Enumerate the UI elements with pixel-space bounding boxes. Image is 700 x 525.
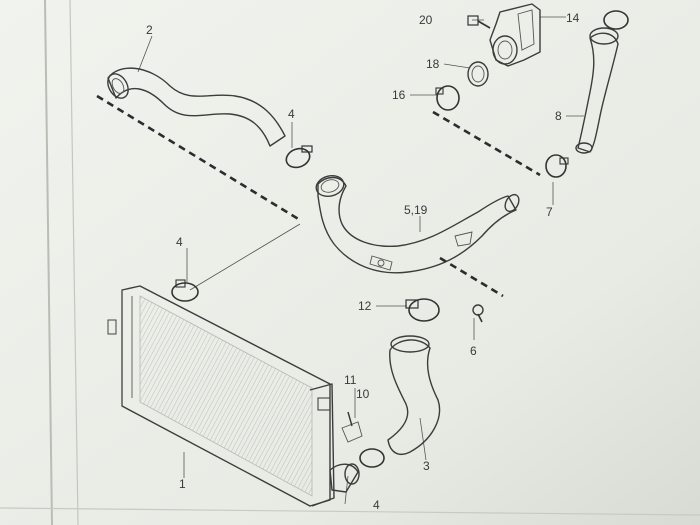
clamp-part-12[interactable]: [405, 298, 440, 322]
intercooler-part-1[interactable]: [107, 285, 360, 507]
callout-1: 1: [179, 477, 186, 491]
throttle-body-part-14[interactable]: [489, 3, 541, 67]
callout-7: 7: [546, 205, 553, 219]
seal-part-18[interactable]: [467, 61, 489, 87]
callout-8: 8: [555, 109, 562, 123]
pipe-part-5-19[interactable]: [314, 173, 522, 274]
callout-16: 16: [392, 88, 406, 102]
callout-4-middle: 4: [176, 235, 183, 249]
callout-labels: 2 4 4 4 20 14 18 16 8 7 5,19 12 6 11 10 …: [146, 11, 580, 512]
callout-12: 12: [358, 299, 372, 313]
assembly-dashed-lines: [96, 94, 541, 298]
hose-part-3[interactable]: [387, 335, 441, 456]
screw-part-6[interactable]: [472, 304, 484, 323]
bracket-part-10[interactable]: [341, 411, 363, 443]
callout-2: 2: [146, 23, 153, 37]
callout-14: 14: [566, 11, 580, 25]
callout-4-upper: 4: [288, 107, 295, 121]
clamp-part-4-lower[interactable]: [359, 448, 385, 468]
callout-5-19: 5,19: [404, 203, 428, 217]
callout-20: 20: [419, 13, 433, 27]
bolt-part-20[interactable]: [467, 15, 491, 29]
hose-part-8[interactable]: [575, 10, 629, 154]
clamp-part-16[interactable]: [435, 85, 460, 111]
callout-10: 10: [356, 387, 370, 401]
callout-18: 18: [426, 57, 440, 71]
clamp-part-7[interactable]: [545, 154, 569, 178]
connection-lines: [137, 16, 584, 505]
callout-3: 3: [423, 459, 430, 473]
clamp-part-4-middle[interactable]: [171, 279, 199, 302]
callout-11: 11: [344, 373, 357, 387]
clamp-part-4-upper[interactable]: [284, 145, 313, 170]
hose-part-2[interactable]: [104, 67, 286, 147]
callout-4-lower: 4: [373, 498, 380, 512]
callout-6: 6: [470, 344, 477, 358]
